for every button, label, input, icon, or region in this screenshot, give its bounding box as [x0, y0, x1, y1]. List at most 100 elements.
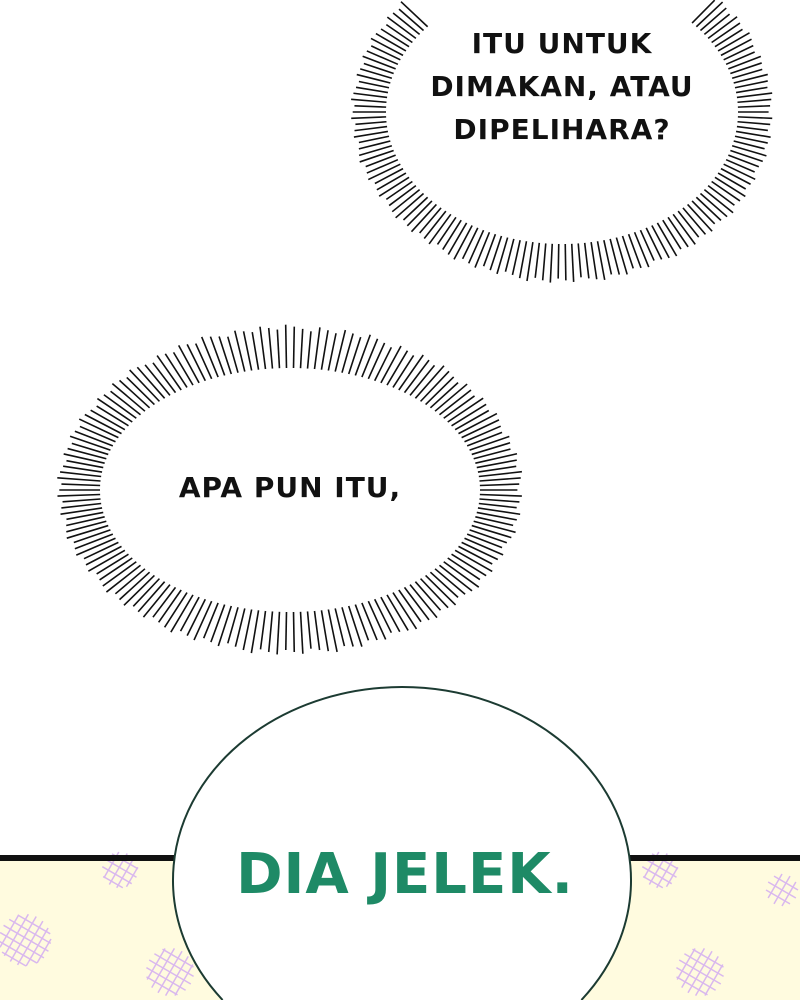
burst-line	[429, 571, 459, 598]
burst-line	[358, 80, 390, 89]
burst-line	[193, 600, 213, 641]
burst-line	[354, 125, 388, 132]
burst-line	[142, 584, 171, 618]
burst-line	[358, 145, 393, 157]
burst-line	[447, 557, 481, 581]
burst-line	[347, 336, 362, 375]
burst-line	[386, 594, 409, 631]
burst-line	[144, 364, 171, 396]
burst-line	[651, 225, 670, 259]
burst-line	[464, 425, 501, 443]
burst-line	[292, 611, 296, 653]
thought-burst-middle	[57, 324, 522, 655]
burst-line	[210, 604, 226, 643]
crosshatch-patch	[765, 873, 799, 907]
burst-line	[656, 222, 678, 257]
burst-line	[723, 44, 754, 61]
burst-line	[118, 379, 151, 409]
burst-line	[734, 135, 768, 144]
burst-line	[458, 545, 493, 565]
burst-line	[731, 68, 763, 79]
burst-line	[354, 334, 372, 376]
text-line: APA PUN ITU,	[178, 471, 402, 504]
burst-line	[341, 607, 354, 647]
burst-line	[126, 376, 155, 406]
burst-line	[355, 120, 387, 126]
burst-line	[66, 524, 109, 539]
burst-line	[359, 149, 394, 163]
burst-line	[699, 7, 727, 32]
burst-line	[429, 382, 459, 409]
burst-line	[734, 80, 768, 89]
burst-line	[409, 584, 438, 619]
burst-line	[549, 243, 554, 283]
burst-line	[361, 338, 379, 378]
burst-line	[234, 608, 246, 647]
burst-line	[99, 557, 133, 581]
burst-line	[603, 240, 613, 275]
burst-line	[467, 229, 485, 264]
burst-line	[728, 55, 762, 70]
burst-line	[234, 330, 246, 372]
burst-line	[267, 327, 274, 369]
burst-line	[541, 243, 547, 281]
burst-line	[479, 483, 520, 487]
burst-line	[186, 344, 207, 382]
burst-line	[63, 465, 103, 473]
burst-line	[172, 351, 194, 386]
burst-line	[471, 442, 511, 456]
burst-line	[250, 610, 260, 654]
burst-line	[351, 116, 387, 120]
burst-line	[633, 231, 650, 268]
burst-line	[687, 203, 713, 232]
speech-bubble-green	[173, 687, 632, 1000]
burst-line	[711, 22, 741, 44]
crosshatch-patch	[641, 851, 679, 889]
burst-line	[453, 225, 473, 260]
burst-line	[621, 235, 635, 269]
burst-line	[725, 158, 755, 173]
burst-line	[731, 145, 767, 157]
burst-line	[639, 229, 655, 261]
burst-line	[388, 184, 417, 207]
burst-line	[534, 242, 541, 278]
burst-line	[728, 154, 760, 168]
burst-line	[737, 105, 771, 108]
burst-line	[443, 561, 480, 588]
burst-line	[677, 210, 700, 238]
burst-line	[358, 135, 390, 144]
burst-line	[577, 243, 582, 278]
burst-line	[137, 581, 166, 613]
burst-line	[367, 163, 401, 181]
burst-line	[717, 172, 747, 190]
burst-line	[434, 568, 466, 595]
burst-line	[374, 167, 404, 185]
burst-line	[306, 331, 312, 369]
crosshatch-patch	[676, 948, 724, 996]
burst-line	[217, 605, 233, 647]
burst-line	[447, 222, 468, 255]
burst-line	[385, 180, 413, 201]
burst-line	[320, 330, 329, 370]
burst-line	[466, 431, 503, 447]
burst-line	[699, 192, 728, 218]
burst-line	[284, 324, 288, 369]
burst-line	[359, 68, 393, 79]
burst-line	[454, 549, 493, 573]
burst-line	[438, 389, 472, 416]
burst-line	[61, 483, 101, 487]
burst-line	[711, 180, 741, 202]
burst-line	[442, 219, 462, 250]
burst-line	[695, 196, 722, 221]
burst-line	[347, 605, 363, 647]
burst-line	[583, 242, 590, 279]
burst-line	[85, 545, 122, 566]
burst-line	[74, 533, 114, 550]
burst-line	[209, 336, 226, 376]
burst-line	[367, 342, 386, 380]
burst-line	[370, 45, 401, 61]
burst-line	[327, 609, 338, 653]
burst-line	[66, 459, 104, 469]
burst-line	[354, 105, 387, 108]
